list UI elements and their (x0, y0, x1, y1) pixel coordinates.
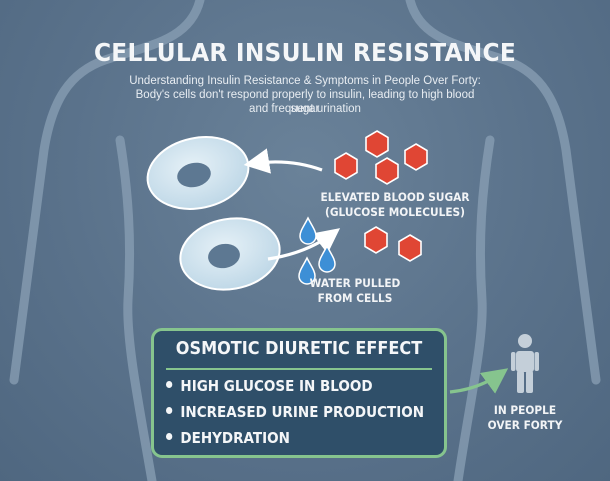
water-label-line-1: WATER PULLED (309, 276, 401, 290)
glucose-molecules (334, 130, 428, 262)
arrow-icon (267, 228, 341, 261)
glucose-molecule-icon (375, 157, 399, 185)
people-over-forty-label: IN PEOPLE OVER FORTY (479, 403, 571, 433)
bullet-dot-icon (166, 433, 173, 440)
effect-bullet-dehydration: DEHYDRATION (166, 429, 290, 447)
bullet-text: INCREASED URINE PRODUCTION (180, 403, 425, 421)
person-torso (516, 351, 534, 372)
subtitle-line-3: and frequent urination (249, 103, 361, 115)
subtitle-line-2: Body's cells don't respond properly to i… (135, 89, 475, 115)
cell-icon (146, 136, 250, 210)
glucose-molecule-icon (404, 143, 428, 171)
water-drop-icon (318, 244, 336, 273)
bullet-dot-icon (166, 407, 173, 414)
torso-left-arm-inner (115, 135, 157, 481)
elevated-label-line-2: (GLUCOSE MOLECULES) (324, 205, 466, 219)
person-head (518, 334, 532, 348)
people-label-line-2: OVER FORTY (487, 418, 563, 432)
cell-top-nucleus (177, 162, 211, 188)
glucose-molecule-icon (334, 152, 358, 180)
bullet-dot-icon (166, 381, 173, 388)
person-right-arm (534, 352, 539, 371)
glucose-molecule-icon (398, 234, 422, 262)
arrow-icon (449, 368, 509, 394)
bullet-text: DEHYDRATION (180, 429, 290, 447)
water-drop-icon (298, 256, 316, 285)
torso-right-arm-inner (453, 135, 495, 481)
torso-left-shoulder (9, 0, 205, 385)
bullet-text: HIGH GLUCOSE IN BLOOD (180, 377, 373, 395)
osmotic-effect-box: OSMOTIC DIURETIC EFFECT HIGH GLUCOSE IN … (151, 328, 447, 458)
elevated-label-line-1: ELEVATED BLOOD SUGAR (320, 190, 470, 204)
people-label-line-1: IN PEOPLE (493, 403, 557, 417)
subtitle-line-1: Understanding Insulin Resistance & Sympt… (129, 75, 481, 87)
water-drop-icon (299, 216, 317, 245)
arrow-icon (243, 148, 323, 174)
glucose-molecule-icon (365, 130, 389, 158)
cell-icon (179, 217, 281, 291)
water-label-line-2: FROM CELLS (317, 291, 393, 305)
cell-bottom-nucleus (208, 243, 240, 269)
water-pulled-label: WATER PULLED FROM CELLS (300, 276, 410, 306)
page-title: CELLULAR INSULIN RESISTANCE (93, 38, 517, 67)
effect-bullet-high-glucose: HIGH GLUCOSE IN BLOOD (166, 377, 373, 395)
water-drops (298, 216, 336, 285)
person-right-leg (526, 371, 533, 393)
torso-outline (9, 0, 601, 481)
elevated-blood-sugar-label: ELEVATED BLOOD SUGAR (GLUCOSE MOLECULES) (308, 190, 483, 220)
effect-bullet-urine-production: INCREASED URINE PRODUCTION (166, 403, 424, 421)
person-left-leg (517, 371, 524, 393)
glucose-molecule-icon (364, 226, 388, 254)
effect-box-title: OSMOTIC DIURETIC EFFECT (175, 339, 423, 359)
person-icon (511, 334, 539, 393)
person-left-arm (511, 352, 516, 371)
torso-right-shoulder (405, 0, 601, 385)
effect-box-divider (166, 368, 432, 370)
